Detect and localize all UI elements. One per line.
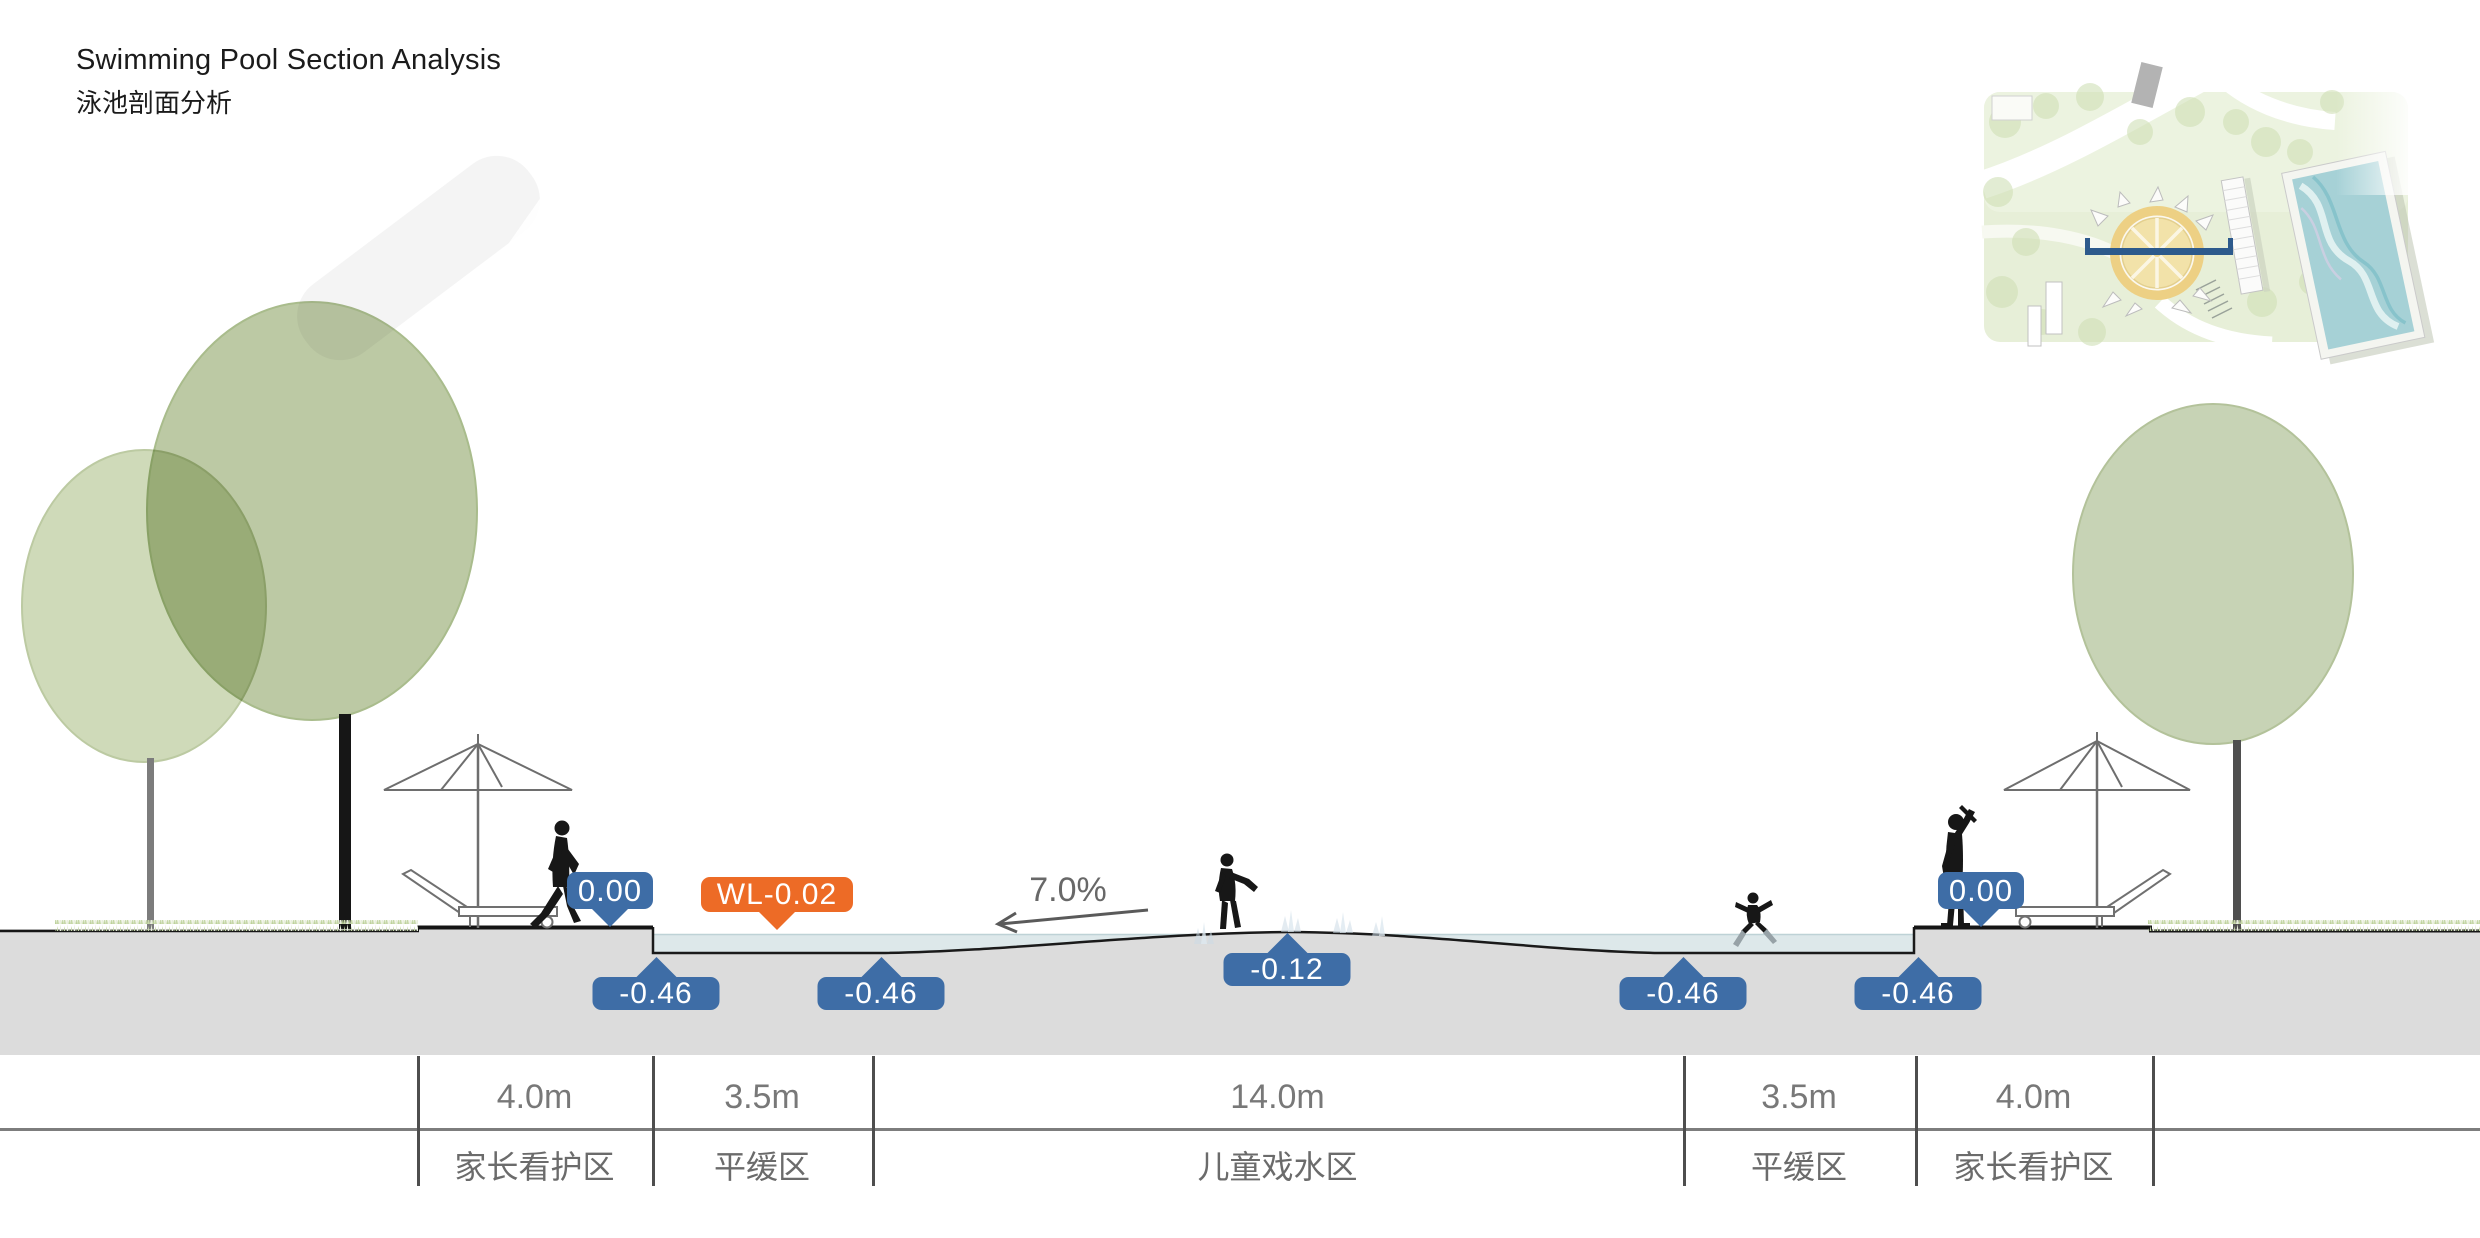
- zone-name-label: 家长看护区: [454, 1149, 615, 1185]
- grass-left: [55, 920, 418, 931]
- main-pool-plan: [2281, 150, 2435, 365]
- elevation-badge-deck-right: 0.00: [1938, 872, 2024, 927]
- person-standing-center: [1215, 853, 1258, 929]
- child-running: [1733, 892, 1777, 947]
- tree-trunk: [2233, 740, 2241, 931]
- left-tree-group: [21, 170, 700, 931]
- right-tree-group: [2072, 403, 2354, 931]
- zone-name-label: 平缓区: [1750, 1149, 1848, 1185]
- elevation-badge-water-level: WL-0.02: [701, 877, 853, 930]
- grass-right: [2148, 920, 2480, 931]
- dimension-tick-line: [1683, 1056, 1686, 1186]
- dimension-tick-line: [2152, 1056, 2155, 1186]
- zone-name-label: 平缓区: [713, 1149, 811, 1185]
- elevation-badge-pool-floor-right-slope: -0.46: [1619, 957, 1747, 1010]
- tree-canopy: [2072, 403, 2354, 745]
- dimension-tick-line: [417, 1056, 420, 1186]
- title-chinese: 泳池剖面分析: [76, 88, 233, 118]
- slope-annotation: 7.0%: [994, 871, 1149, 934]
- pool-floor-fill: [652, 932, 1915, 1055]
- pool-floor-line: [651, 927, 1916, 955]
- tree-trunk: [339, 714, 351, 931]
- umbrella-left: [383, 734, 573, 928]
- background-smudge: [297, 155, 540, 361]
- dimension-width-label: 4.0m: [1995, 1078, 2072, 1116]
- dimension-tick-line: [872, 1056, 875, 1186]
- lounge-chair-left: [401, 868, 558, 929]
- ground: [0, 925, 2480, 1055]
- dimension-divider-line: [0, 1128, 2480, 1131]
- dimension-tick-line: [652, 1056, 655, 1186]
- tree-trunk: [147, 758, 154, 931]
- zone-name-label: 家长看护区: [1953, 1149, 2114, 1185]
- dimension-width-label: 4.0m: [496, 1078, 573, 1116]
- tree-canopy: [21, 449, 267, 763]
- elevation-badge-pool-floor-left-slope: -0.46: [817, 957, 945, 1010]
- umbrella-right: [2003, 732, 2191, 928]
- dimension-width-label: 3.5m: [1761, 1078, 1837, 1116]
- lounge-chair-right: [2015, 868, 2172, 929]
- elevation-badge-pool-floor-left-wall: -0.46: [592, 957, 720, 1010]
- dimension-width-label: 3.5m: [724, 1078, 800, 1116]
- dimension-width-label: 14.0m: [1230, 1078, 1325, 1116]
- fountain-sprays: [1194, 910, 1385, 944]
- elevation-badge-pool-floor-center: -0.12: [1223, 933, 1351, 986]
- site-plan-inset: [1977, 57, 2435, 365]
- dimension-tick-line: [1915, 1056, 1918, 1186]
- light-streak: [448, 170, 700, 430]
- slope-label: 7.0%: [1029, 871, 1107, 909]
- section-cut-line: [2085, 238, 2233, 255]
- elevation-badge-deck-left: 0.00: [567, 872, 653, 927]
- title-english: Swimming Pool Section Analysis: [76, 44, 502, 76]
- elevation-badge-pool-floor-right-wall: -0.46: [1854, 957, 1982, 1010]
- zone-name-label: 儿童戏水区: [1197, 1149, 1358, 1185]
- title-block: Swimming Pool Section Analysis 泳池剖面分析: [76, 44, 501, 120]
